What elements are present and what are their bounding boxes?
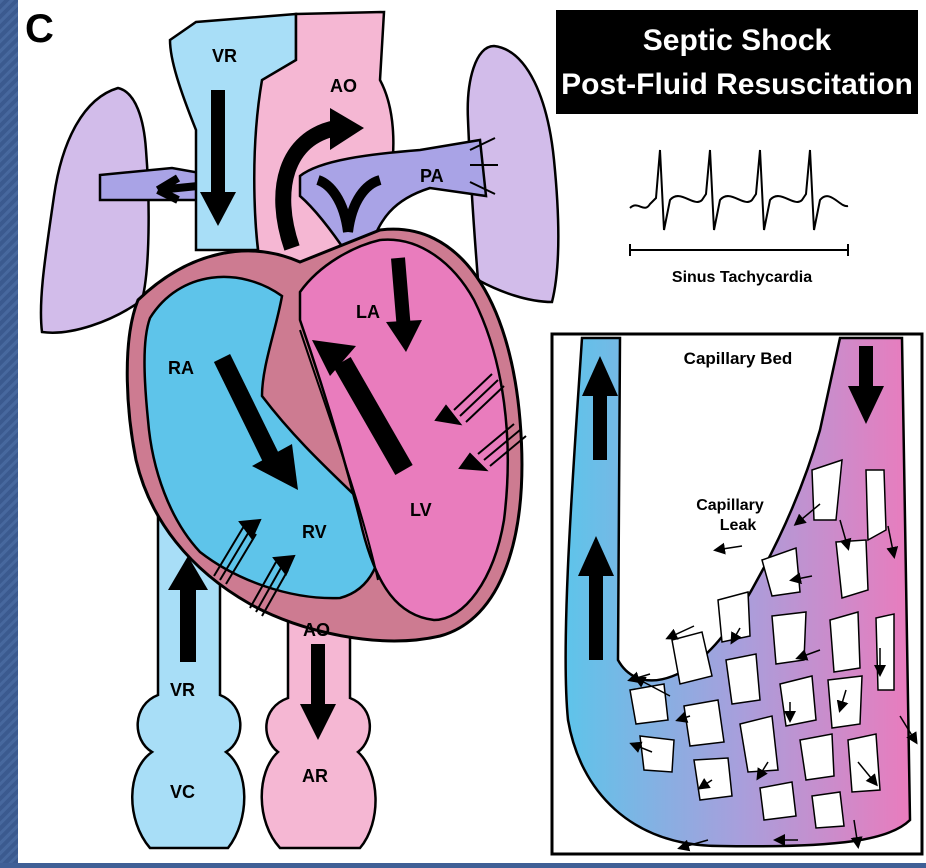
capillary-leak-line2: Leak — [720, 517, 757, 534]
label-vr-bottom: VR — [170, 680, 195, 700]
label-lv: LV — [410, 500, 432, 520]
ecg-trace — [630, 150, 848, 230]
label-vr-top: VR — [212, 46, 237, 66]
label-ao-bottom: AO — [303, 620, 330, 640]
capillary-title: Capillary Bed — [684, 349, 793, 368]
label-pa: PA — [420, 166, 444, 186]
label-la: LA — [356, 302, 380, 322]
label-rv: RV — [302, 522, 327, 542]
ecg-interval-bar — [630, 244, 848, 256]
arrow-la-to-lv — [398, 258, 404, 330]
title-line1: Septic Shock — [643, 24, 832, 57]
capillary-leak-line1: Capillary — [696, 497, 764, 514]
label-ra: RA — [168, 358, 194, 378]
septic-shock-diagram: C — [18, 0, 926, 863]
title-line2: Post-Fluid Resuscitation — [561, 68, 913, 101]
label-vc: VC — [170, 782, 195, 802]
label-ar: AR — [302, 766, 328, 786]
diagram-panel: C — [18, 0, 926, 863]
right-lung — [41, 88, 149, 333]
ecg-caption: Sinus Tachycardia — [672, 269, 812, 286]
label-ao-top: AO — [330, 76, 357, 96]
panel-letter: C — [25, 7, 54, 51]
